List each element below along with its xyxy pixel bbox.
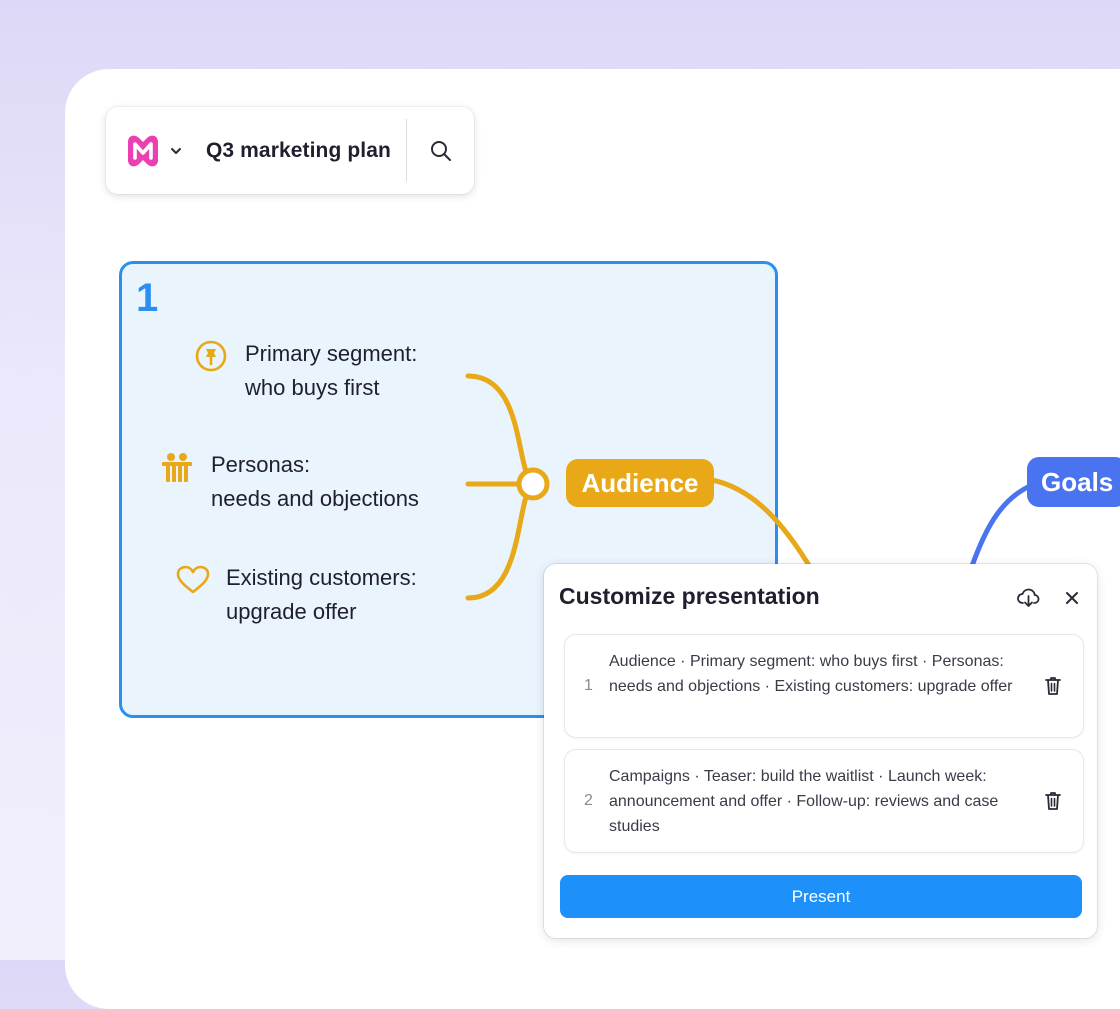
miro-logo-icon[interactable]: [124, 132, 162, 170]
leaf-line-2: needs and objections: [211, 486, 419, 511]
board-header-bar: Q3 marketing plan: [106, 107, 474, 194]
present-button[interactable]: Present: [560, 875, 1082, 918]
leaf-line-1: Existing customers:: [226, 565, 417, 590]
panel-title: Customize presentation: [559, 583, 820, 609]
people-icon: [162, 453, 192, 482]
slide-text: Audience · Primary segment: who buys fir…: [609, 653, 1013, 695]
search-icon[interactable]: [428, 138, 454, 164]
slide-number: 1: [584, 677, 593, 694]
customize-presentation-panel: Customize presentation 1 Audience · Prim…: [544, 564, 1097, 938]
mindmap-node-goals[interactable]: Goals: [1027, 457, 1120, 507]
slide-text: Campaigns · Teaser: build the waitlist ·…: [609, 768, 999, 835]
slide-item[interactable]: 2 Campaigns · Teaser: build the waitlist…: [564, 749, 1084, 853]
header-divider: [406, 119, 407, 182]
mindmap-node-audience[interactable]: Audience: [566, 459, 714, 507]
slide-item[interactable]: 1 Audience · Primary segment: who buys f…: [564, 634, 1084, 738]
heart-icon: [176, 565, 210, 594]
trash-icon[interactable]: [1043, 790, 1063, 812]
leaf-line-2: upgrade offer: [226, 599, 357, 624]
slide-number: 2: [584, 792, 593, 809]
trash-icon[interactable]: [1043, 675, 1063, 697]
pin-icon: [195, 340, 227, 372]
chevron-down-icon[interactable]: [168, 143, 184, 159]
board-title[interactable]: Q3 marketing plan: [206, 138, 391, 162]
close-icon[interactable]: [1062, 588, 1082, 608]
leaf-line-2: who buys first: [245, 375, 380, 400]
leaf-existing-customers[interactable]: Existing customers: upgrade offer: [226, 561, 417, 629]
leaf-primary-segment[interactable]: Primary segment: who buys first: [245, 337, 417, 405]
cloud-download-icon[interactable]: [1016, 586, 1040, 610]
leaf-personas[interactable]: Personas: needs and objections: [211, 448, 419, 516]
leaf-line-1: Personas:: [211, 452, 311, 477]
leaf-line-1: Primary segment:: [245, 341, 418, 366]
frame-number: 1: [136, 276, 159, 320]
